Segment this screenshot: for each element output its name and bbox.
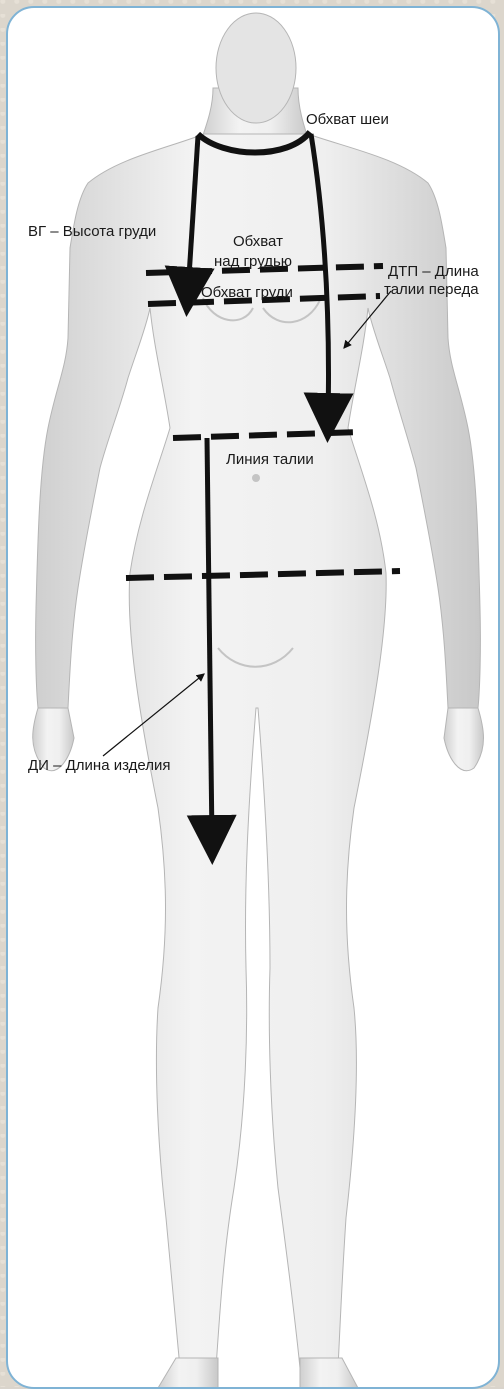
label-front-waist-2: талии переда	[384, 281, 479, 298]
label-neck: Обхват шеи	[306, 111, 389, 128]
label-bust: Обхват груди	[201, 284, 293, 301]
mannequin-diagram: Обхват шеи ВГ – Высота груди Обхват над …	[8, 8, 500, 1389]
label-garment-length: ДИ – Длина изделия	[28, 757, 170, 774]
mannequin-figure	[33, 13, 484, 1388]
label-bust-height: ВГ – Высота груди	[28, 223, 156, 240]
illustration-card: Обхват шеи ВГ – Высота груди Обхват над …	[6, 6, 500, 1389]
label-waist: Линия талии	[226, 451, 314, 468]
label-above-bust-1: Обхват	[233, 233, 283, 250]
label-above-bust-2: над грудью	[214, 253, 292, 270]
label-front-waist-1: ДТП – Длина	[388, 263, 479, 280]
